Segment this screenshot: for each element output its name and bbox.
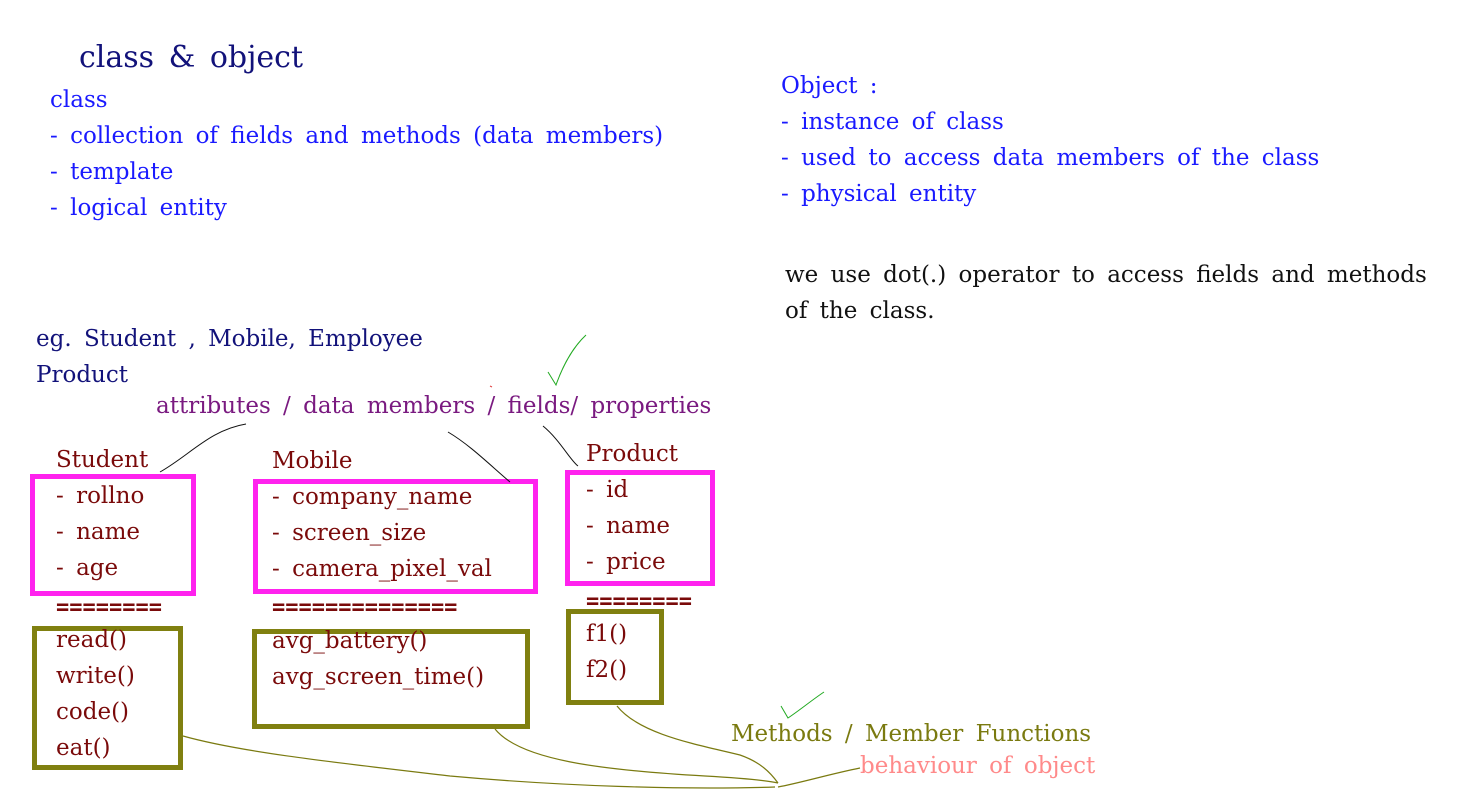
attributes-label: attributes / data members / fields/ prop… [156,393,712,419]
method-connector [616,705,779,784]
field-item: - rollno [56,483,145,509]
method-item: f2() [586,657,628,683]
dot-note-line: of the class. [785,298,935,324]
method-connector [777,767,861,788]
method-item: f1() [586,621,628,647]
method-item: avg_screen_time() [272,664,485,690]
field-item: - age [56,555,119,581]
method-item: code() [56,699,130,725]
object-point: - instance of class [781,109,1004,135]
fields-box [30,474,196,596]
method-item: read() [56,627,127,653]
object-point: - physical entity [781,181,977,207]
card-name: Product [586,441,678,467]
separator: ============== [272,595,458,620]
field-item: - screen_size [272,520,427,546]
check-mark [780,691,825,719]
field-item: - id [586,477,629,503]
examples-line: Product [36,362,128,388]
object-point: - used to access data members of the cla… [781,145,1320,171]
class-heading: class [50,87,108,113]
check-mark [547,334,587,387]
attribute-connector [542,425,579,467]
attribute-connector [447,431,511,483]
method-item: eat() [56,735,111,761]
method-item: avg_battery() [272,628,428,654]
field-item: - price [586,549,666,575]
field-item: - name [56,519,141,545]
methods-box [566,609,664,705]
method-connector [182,735,776,789]
class-point: - template [50,159,174,185]
method-connector [494,728,779,784]
behaviour-label: behaviour of object [860,753,1096,779]
field-item: - name [586,513,671,539]
card-name: Mobile [272,448,353,474]
red-dot [489,385,493,388]
methods-box [252,629,530,729]
attribute-connector [159,423,247,473]
method-item: write() [56,663,135,689]
examples-line: eg. Student , Mobile, Employee [36,326,423,352]
fields-box [253,479,538,594]
object-heading: Object : [781,73,878,99]
separator: ======== [56,595,162,620]
fields-box [565,470,715,586]
field-item: - company_name [272,484,473,510]
dot-note-line: we use dot(.) operator to access fields … [785,262,1427,288]
field-item: - camera_pixel_val [272,556,492,582]
page-title: class & object [79,40,304,75]
card-name: Student [56,447,149,473]
class-point: - logical entity [50,195,227,221]
methods-box [32,626,183,770]
class-point: - collection of fields and methods (data… [50,123,664,149]
methods-label: Methods / Member Functions [731,721,1092,747]
